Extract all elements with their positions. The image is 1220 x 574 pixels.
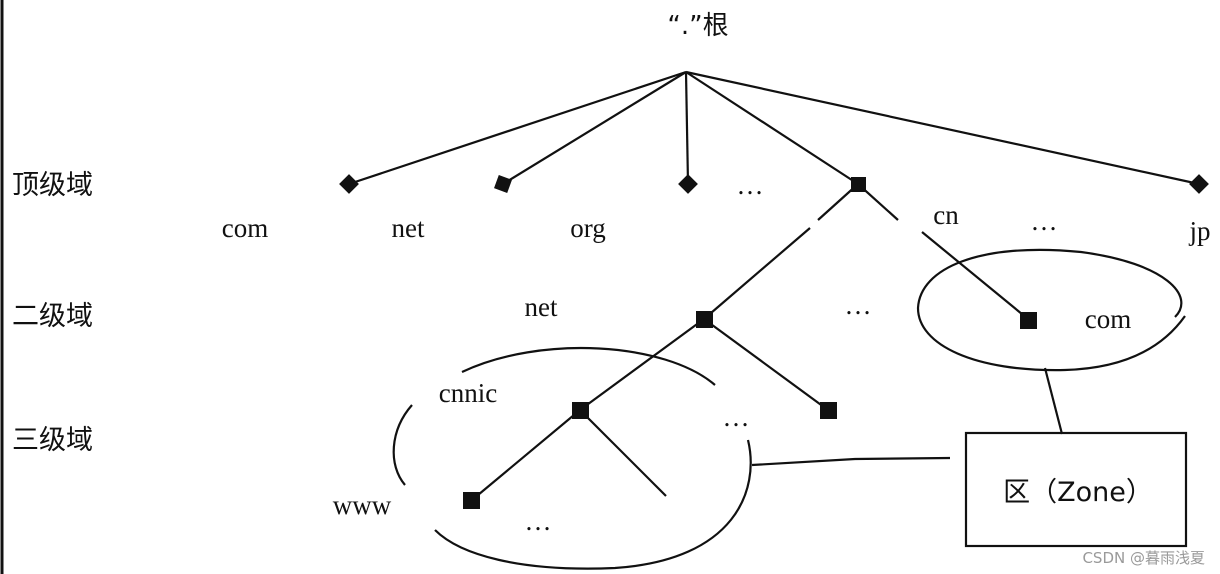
node-second-com <box>1020 312 1037 329</box>
edge-root-net <box>502 71 687 185</box>
edge-root-cn <box>685 71 859 185</box>
zone-arc-bottom <box>434 439 752 570</box>
node-third-other <box>820 402 837 419</box>
level-top-label: 顶级域 <box>12 170 93 201</box>
node-com <box>339 174 359 194</box>
level-third-label: 三级域 <box>12 425 93 456</box>
edge-cn-com-lower <box>921 231 1029 320</box>
top-ellipsis-1: … <box>737 170 764 200</box>
edge-net-third <box>703 318 829 411</box>
net-edges <box>579 318 829 411</box>
zone-box-label: 区（Zone） <box>1003 477 1153 508</box>
edge-cn-net-lower <box>703 227 811 320</box>
top-label-net: net <box>392 213 425 243</box>
cn-edges <box>703 183 1029 320</box>
third-label-cnnic: cnnic <box>439 378 497 408</box>
fourth-ellipsis: … <box>525 506 552 536</box>
edge-root-jp <box>685 70 1200 186</box>
top-level-nodes <box>339 174 1209 194</box>
zone-arc-left <box>392 404 413 486</box>
connector-com-zone <box>1043 367 1064 435</box>
root-edges <box>348 70 1200 186</box>
third-ellipsis: … <box>723 402 750 432</box>
edge-cn-net-upper <box>817 183 859 221</box>
zone-ellipse-second-com <box>916 248 1186 372</box>
root-label: “.”根 <box>667 11 728 41</box>
top-label-com: com <box>222 213 269 243</box>
top-label-cn: cn <box>933 200 959 230</box>
zone-ellipse-cnnic <box>392 347 752 570</box>
fourth-label-www: www <box>333 490 392 520</box>
cnnic-edges <box>471 409 667 501</box>
zone-box <box>964 431 1188 548</box>
second-ellipsis: … <box>845 290 872 320</box>
edge-cnnic-www <box>471 409 581 501</box>
edge-cnnic-other <box>579 409 667 497</box>
edge-cn-com-upper <box>857 183 899 221</box>
node-org <box>678 174 698 194</box>
top-label-jp: jp <box>1188 216 1210 246</box>
top-ellipsis-2: … <box>1031 206 1058 236</box>
node-fourth-www <box>463 492 480 509</box>
edge-net-cnnic <box>579 318 705 411</box>
second-label-com: com <box>1085 304 1132 334</box>
node-jp <box>1189 174 1209 194</box>
top-label-org: org <box>570 213 606 243</box>
node-net <box>494 175 512 193</box>
edge-root-com <box>348 70 687 186</box>
connector-cnnic-zone <box>751 456 951 467</box>
watermark-text: CSDN @暮雨浅夏 <box>1082 549 1205 567</box>
level-second-label: 二级域 <box>12 301 93 332</box>
second-label-net: net <box>525 292 558 322</box>
edge-root-org <box>684 71 690 185</box>
zone-arc-top <box>461 347 716 386</box>
